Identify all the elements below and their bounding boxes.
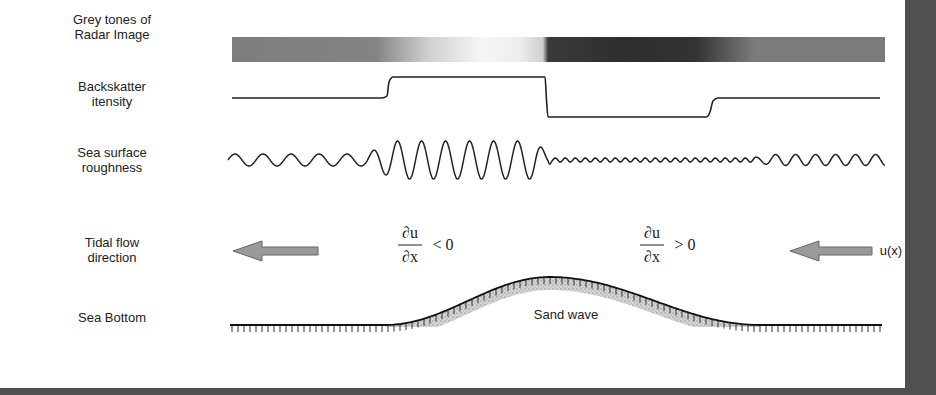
grey-tone-bar (232, 37, 885, 62)
flow-arrow (233, 241, 318, 261)
fraction-bar (640, 245, 664, 246)
row-label: Sea surface roughness (60, 146, 165, 176)
row-label: Tidal flow direction (60, 236, 165, 266)
panel (0, 0, 905, 388)
derivative-numerator: ∂u (637, 224, 667, 242)
derivative-denominator: ∂x (637, 248, 667, 266)
backscatter-curve (232, 77, 880, 117)
row-label: Sea Bottom (60, 311, 165, 326)
inequality: < 0 (426, 236, 460, 254)
derivative-denominator: ∂x (395, 248, 425, 266)
derivative-numerator: ∂u (395, 224, 425, 242)
fraction-bar (398, 245, 422, 246)
sand-shading (385, 277, 760, 327)
row-label: Backskatter itensity (60, 80, 165, 110)
sea-bottom-line (230, 277, 882, 325)
velocity-label: u(x) (874, 244, 908, 259)
roughness-wave (228, 141, 885, 179)
bottom-hatching (232, 277, 880, 332)
feature-label: Sand wave (526, 308, 606, 323)
flow-arrow (790, 241, 872, 261)
inequality: > 0 (668, 236, 702, 254)
row-label: Grey tones of Radar Image (60, 13, 165, 43)
